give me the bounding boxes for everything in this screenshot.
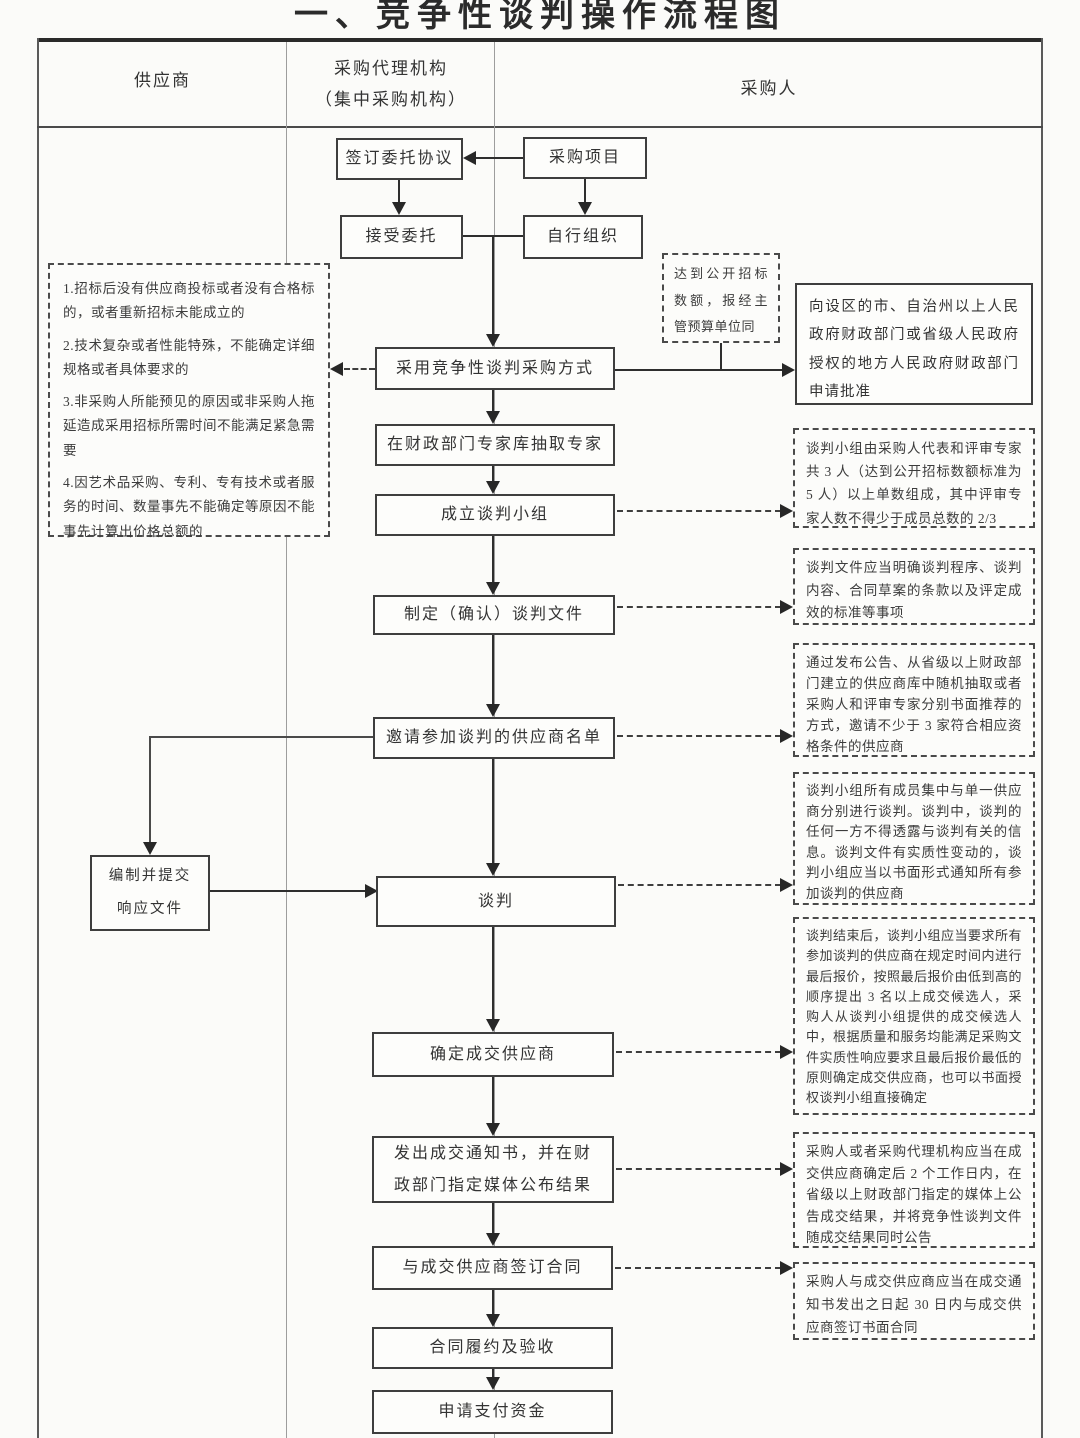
edge-adopt-to-extract [492, 390, 494, 413]
edge-sign-to-accept [398, 180, 400, 204]
node-adopt-method: 采用竞争性谈判采购方式 [375, 347, 615, 390]
note-conditions: 1.招标后没有供应商投标或者没有合格标的，或者重新招标未能成立的 2.技术复杂或… [48, 263, 330, 539]
lane-header-purchaser: 采购人 [740, 79, 798, 98]
arrowhead-documents-to-invite [486, 704, 500, 717]
arrowhead-adopt-to-approval [782, 363, 795, 377]
dashed-edge-group-note [617, 510, 781, 512]
arrowhead-sign-to-accept [392, 202, 406, 215]
dashed-edge-notice-note [616, 1168, 781, 1170]
note-conditions-item-1: 1.招标后没有供应商投标或者没有合格标的，或者重新招标未能成立的 [63, 281, 315, 321]
arrowhead-group-note [780, 504, 793, 518]
arrowhead-project-to-sign [463, 151, 476, 165]
arrowhead-documents-note [780, 600, 793, 614]
edge-determine-to-notice [492, 1077, 494, 1125]
node-sign-agreement: 签订委托协议 [336, 138, 463, 180]
arrowhead-adopt-to-conditions [330, 362, 343, 376]
edge-to-adopt-method [492, 235, 494, 335]
note-conditions-item-4: 4.因艺术品采购、专利、专有技术或者服务的时间、数量事先不能确定等原因不能事先计… [63, 475, 315, 539]
edge-documents-to-invite [492, 635, 494, 706]
node-extract-experts: 在财政部门专家库抽取专家 [375, 424, 615, 466]
arrowhead-adopt-to-extract [486, 411, 500, 424]
edge-acceptance-to-payment [492, 1369, 494, 1379]
node-issue-notice: 发出成交通知书，并在财政部门指定媒体公布结果 [372, 1136, 614, 1203]
arrowhead-determine-note [780, 1045, 793, 1059]
arrowhead-to-adopt-method [486, 334, 500, 347]
node-negotiate: 谈判 [376, 876, 616, 927]
dashed-edge-invite-note [617, 735, 781, 737]
node-sign-contract: 与成交供应商签订合同 [372, 1246, 613, 1290]
lane-header-agency-line1: 采购代理机构 [334, 59, 448, 78]
frame-left-border [37, 38, 39, 1438]
node-procurement-project: 采购项目 [523, 137, 647, 179]
edge-extract-to-group [492, 466, 494, 483]
node-contract-acceptance: 合同履约及验收 [372, 1327, 613, 1369]
arrowhead-negotiate-note [780, 878, 793, 892]
page-title: 一、竞争性谈判操作流程图 [294, 0, 786, 34]
arrowhead-notice-to-contract [486, 1233, 500, 1246]
arrowhead-determine-to-notice [486, 1123, 500, 1136]
note-conditions-item-3: 3.非采购人所能预见的原因或非采购人拖延造成采用招标所需时间不能满足紧急需要 [63, 394, 315, 458]
edge-invite-to-prepare-h [150, 736, 373, 738]
arrowhead-invite-to-negotiate [486, 863, 500, 876]
note-over-threshold: 达到公开招标数额，报经主管预算单位同 [662, 253, 780, 343]
note-invite-method: 通过发布公告、从省级以上财政部门建立的供应商库中随机抽取或者采购人和评审专家分别… [793, 643, 1035, 757]
arrowhead-prepare-to-negotiate [365, 884, 378, 898]
edge-notice-to-contract [492, 1203, 494, 1235]
note-final-quote: 谈判结束后，谈判小组应当要求所有参加谈判的供应商在规定时间内进行最后报价，按照最… [793, 917, 1035, 1115]
dashed-edge-contract-note [615, 1267, 781, 1269]
arrowhead-invite-note [780, 729, 793, 743]
lane-header-agency-line2: （集中采购机构） [315, 89, 467, 109]
node-prepare-response: 编制并提交响应文件 [90, 855, 210, 931]
note-doc-requirements: 谈判文件应当明确谈判程序、谈判内容、合同草案的条款以及评定成效的标准等事项 [793, 548, 1035, 625]
node-determine-supplier: 确定成交供应商 [372, 1032, 614, 1077]
arrowhead-invite-to-prepare [143, 842, 157, 855]
dashed-edge-documents-note [617, 606, 781, 608]
node-apply-payment: 申请支付资金 [372, 1390, 613, 1434]
edge-invite-to-negotiate [492, 759, 494, 865]
node-self-organize: 自行组织 [523, 215, 643, 259]
lane-divider-1 [286, 42, 287, 1438]
lane-header-agency: 采购代理机构 （集中采购机构） [288, 54, 494, 115]
arrowhead-contract-note [780, 1261, 793, 1275]
dashed-edge-adopt-to-conditions [344, 368, 375, 370]
arrowhead-extract-to-group [486, 481, 500, 494]
node-make-documents: 制定（确认）谈判文件 [373, 595, 615, 635]
arrowhead-project-to-self [578, 202, 592, 215]
arrowhead-contract-to-acceptance [486, 1314, 500, 1327]
note-sign-deadline: 采购人与成交供应商应当在成交通知书发出之日起 30 日内与成交供应商签订书面合同 [793, 1262, 1035, 1340]
arrowhead-acceptance-to-payment [486, 1377, 500, 1390]
arrowhead-negotiate-to-determine [486, 1019, 500, 1032]
header-underline [37, 126, 1043, 128]
edge-project-to-self [584, 179, 586, 203]
edge-group-to-documents [492, 536, 494, 584]
arrowhead-group-to-documents [486, 582, 500, 595]
node-accept-entrust: 接受委托 [340, 215, 463, 259]
edge-project-to-sign [475, 157, 523, 159]
node-apply-approval: 向设区的市、自治州以上人民政府财政部门或省级人民政府授权的地方人民政府财政部门申… [795, 283, 1033, 405]
node-form-group: 成立谈判小组 [375, 494, 615, 536]
node-invite-suppliers: 邀请参加谈判的供应商名单 [373, 717, 615, 759]
edge-adopt-to-approval [615, 369, 783, 371]
dashed-edge-negotiate-note [618, 884, 781, 886]
arrowhead-notice-note [780, 1162, 793, 1176]
dashed-edge-determine-note [616, 1051, 781, 1053]
lane-header-supplier: 供应商 [134, 71, 191, 90]
frame-top-border [37, 38, 1043, 42]
note-announce-result: 采购人或者采购代理机构应当在成交供应商确定后 2 个工作日内，在省级以上财政部门… [793, 1132, 1035, 1248]
note-conditions-item-2: 2.技术复杂或者性能特殊，不能确定详细规格或者具体要求的 [63, 337, 315, 377]
frame-right-border [1041, 38, 1043, 1438]
edge-invite-to-prepare-v [149, 736, 151, 843]
note-group-composition: 谈判小组由采购人代表和评审专家共 3 人（达到公开招标数额标准为 5 人）以上单… [793, 428, 1035, 528]
edge-prepare-to-negotiate [210, 890, 366, 892]
edge-negotiate-to-determine [492, 927, 494, 1021]
edge-threshold-stub [720, 343, 722, 370]
note-negotiation-rules: 谈判小组所有成员集中与单一供应商分别进行谈判。谈判中，谈判的任何一方不得透露与谈… [793, 772, 1035, 905]
edge-contract-to-acceptance [492, 1290, 494, 1316]
